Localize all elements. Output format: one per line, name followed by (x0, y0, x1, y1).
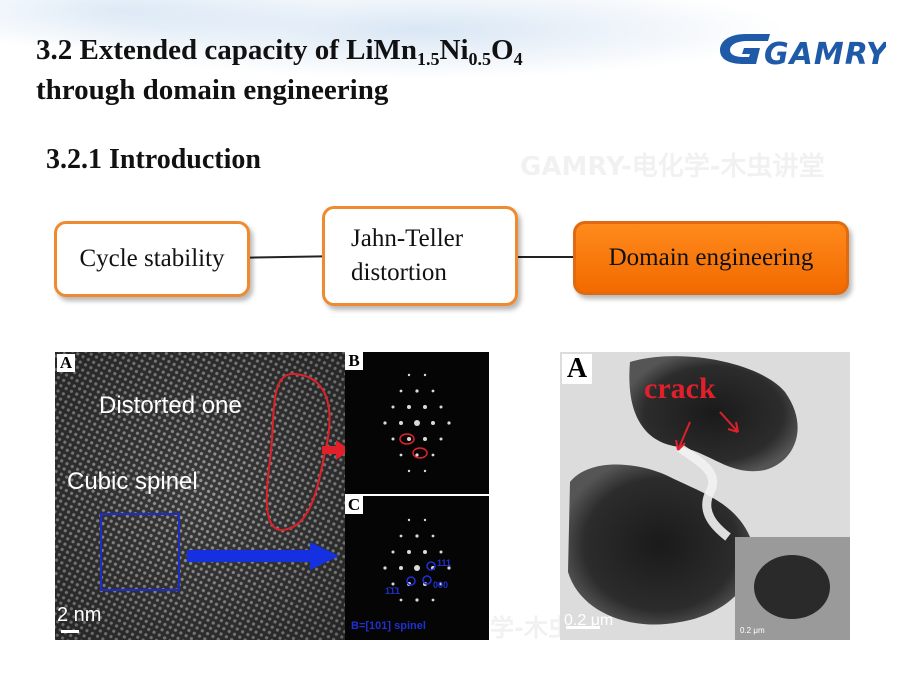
cubic-region-box (100, 513, 180, 591)
title-o: O (491, 34, 514, 66)
title-sub-mn: 1.5 (417, 49, 440, 69)
panel-a-letter: A (57, 354, 75, 372)
spot-label-1b1b1: 1̄1̄1 (385, 586, 401, 596)
title-line2: through domain engineering (36, 74, 389, 106)
header-background (0, 0, 900, 140)
title-sub-o: 4 (513, 49, 523, 69)
scale-bar-line (61, 630, 79, 633)
fft-b-spot-circle-1 (399, 433, 415, 445)
gamry-logo: GAMRY (716, 26, 890, 72)
inset-scale-label: 0.2 μm (740, 626, 765, 635)
distorted-label: Distorted one (99, 392, 242, 419)
section-heading: 3.2.1 Introduction (46, 144, 261, 175)
connector-2 (518, 256, 574, 258)
title-ni: Ni (439, 34, 469, 66)
domain-engineering-label: Domain engineering (608, 244, 814, 271)
spot-label-111: 111 (437, 558, 452, 568)
jahn-teller-line1: Jahn-Teller (351, 225, 464, 252)
spot-circle-1b1b1 (406, 576, 416, 586)
watermark-fragment: 学-木虫 (490, 614, 572, 642)
cycle-stability-box: Cycle stability (54, 221, 250, 297)
spot-circle-000 (422, 575, 432, 585)
crack-arrow-2 (719, 411, 739, 433)
fft-b-image (383, 373, 451, 473)
title-prefix: 3.2 Extended capacity of LiMn (36, 34, 418, 66)
fft-c-image (383, 518, 451, 602)
blue-arrow (187, 542, 339, 570)
zone-axis-label: B=[101] spinel (351, 620, 426, 632)
hrtem-image (55, 352, 345, 640)
crack-arrow-1 (677, 421, 691, 451)
fft-panel-c: C 111 000 1̄1̄1 B=[101] spinel (345, 496, 489, 640)
watermark: GAMRY-电化学-木虫讲堂 (520, 152, 825, 182)
jahn-teller-line2: distortion (351, 259, 447, 286)
panel-c-letter: C (345, 496, 363, 514)
spot-circle-111 (426, 561, 436, 571)
tem-scale-bar-line (566, 626, 600, 629)
scale-bar-label: 2 nm (57, 604, 102, 626)
cycle-stability-label: Cycle stability (79, 245, 225, 272)
panel-b-letter: B (345, 352, 363, 370)
tem-scale-label: 0.2 μm (564, 612, 614, 629)
logo-text: GAMRY (764, 37, 886, 70)
hrtem-panel-a: A Distorted one Cubic spinel 2 nm (55, 352, 345, 640)
crack-gap (677, 444, 731, 541)
title-sub-ni: 0.5 (468, 49, 492, 69)
cubic-spinel-label: Cubic spinel (67, 468, 198, 495)
fft-b-spot-circle-2 (412, 447, 428, 459)
tem-panel-letter: A (562, 354, 592, 384)
tem-image (560, 352, 850, 640)
connector-1 (249, 255, 323, 259)
distorted-region-outline (265, 372, 331, 532)
jahn-teller-box: Jahn-Teller distortion (322, 206, 518, 306)
inset-particle (754, 555, 830, 619)
crack-label: crack (644, 372, 716, 405)
tem-panel: A crack 0.2 μm 0.2 μm (560, 352, 850, 640)
domain-engineering-box: Domain engineering (573, 221, 849, 295)
particle-top (629, 356, 798, 472)
slide-title: 3.2 Extended capacity of LiMn1.5Ni0.5O4 … (36, 30, 676, 110)
gamry-logo-mark: GAMRY (720, 34, 890, 72)
fft-panel-b: B (345, 352, 489, 494)
spot-label-000: 000 (433, 580, 449, 590)
red-arrow (322, 440, 350, 460)
